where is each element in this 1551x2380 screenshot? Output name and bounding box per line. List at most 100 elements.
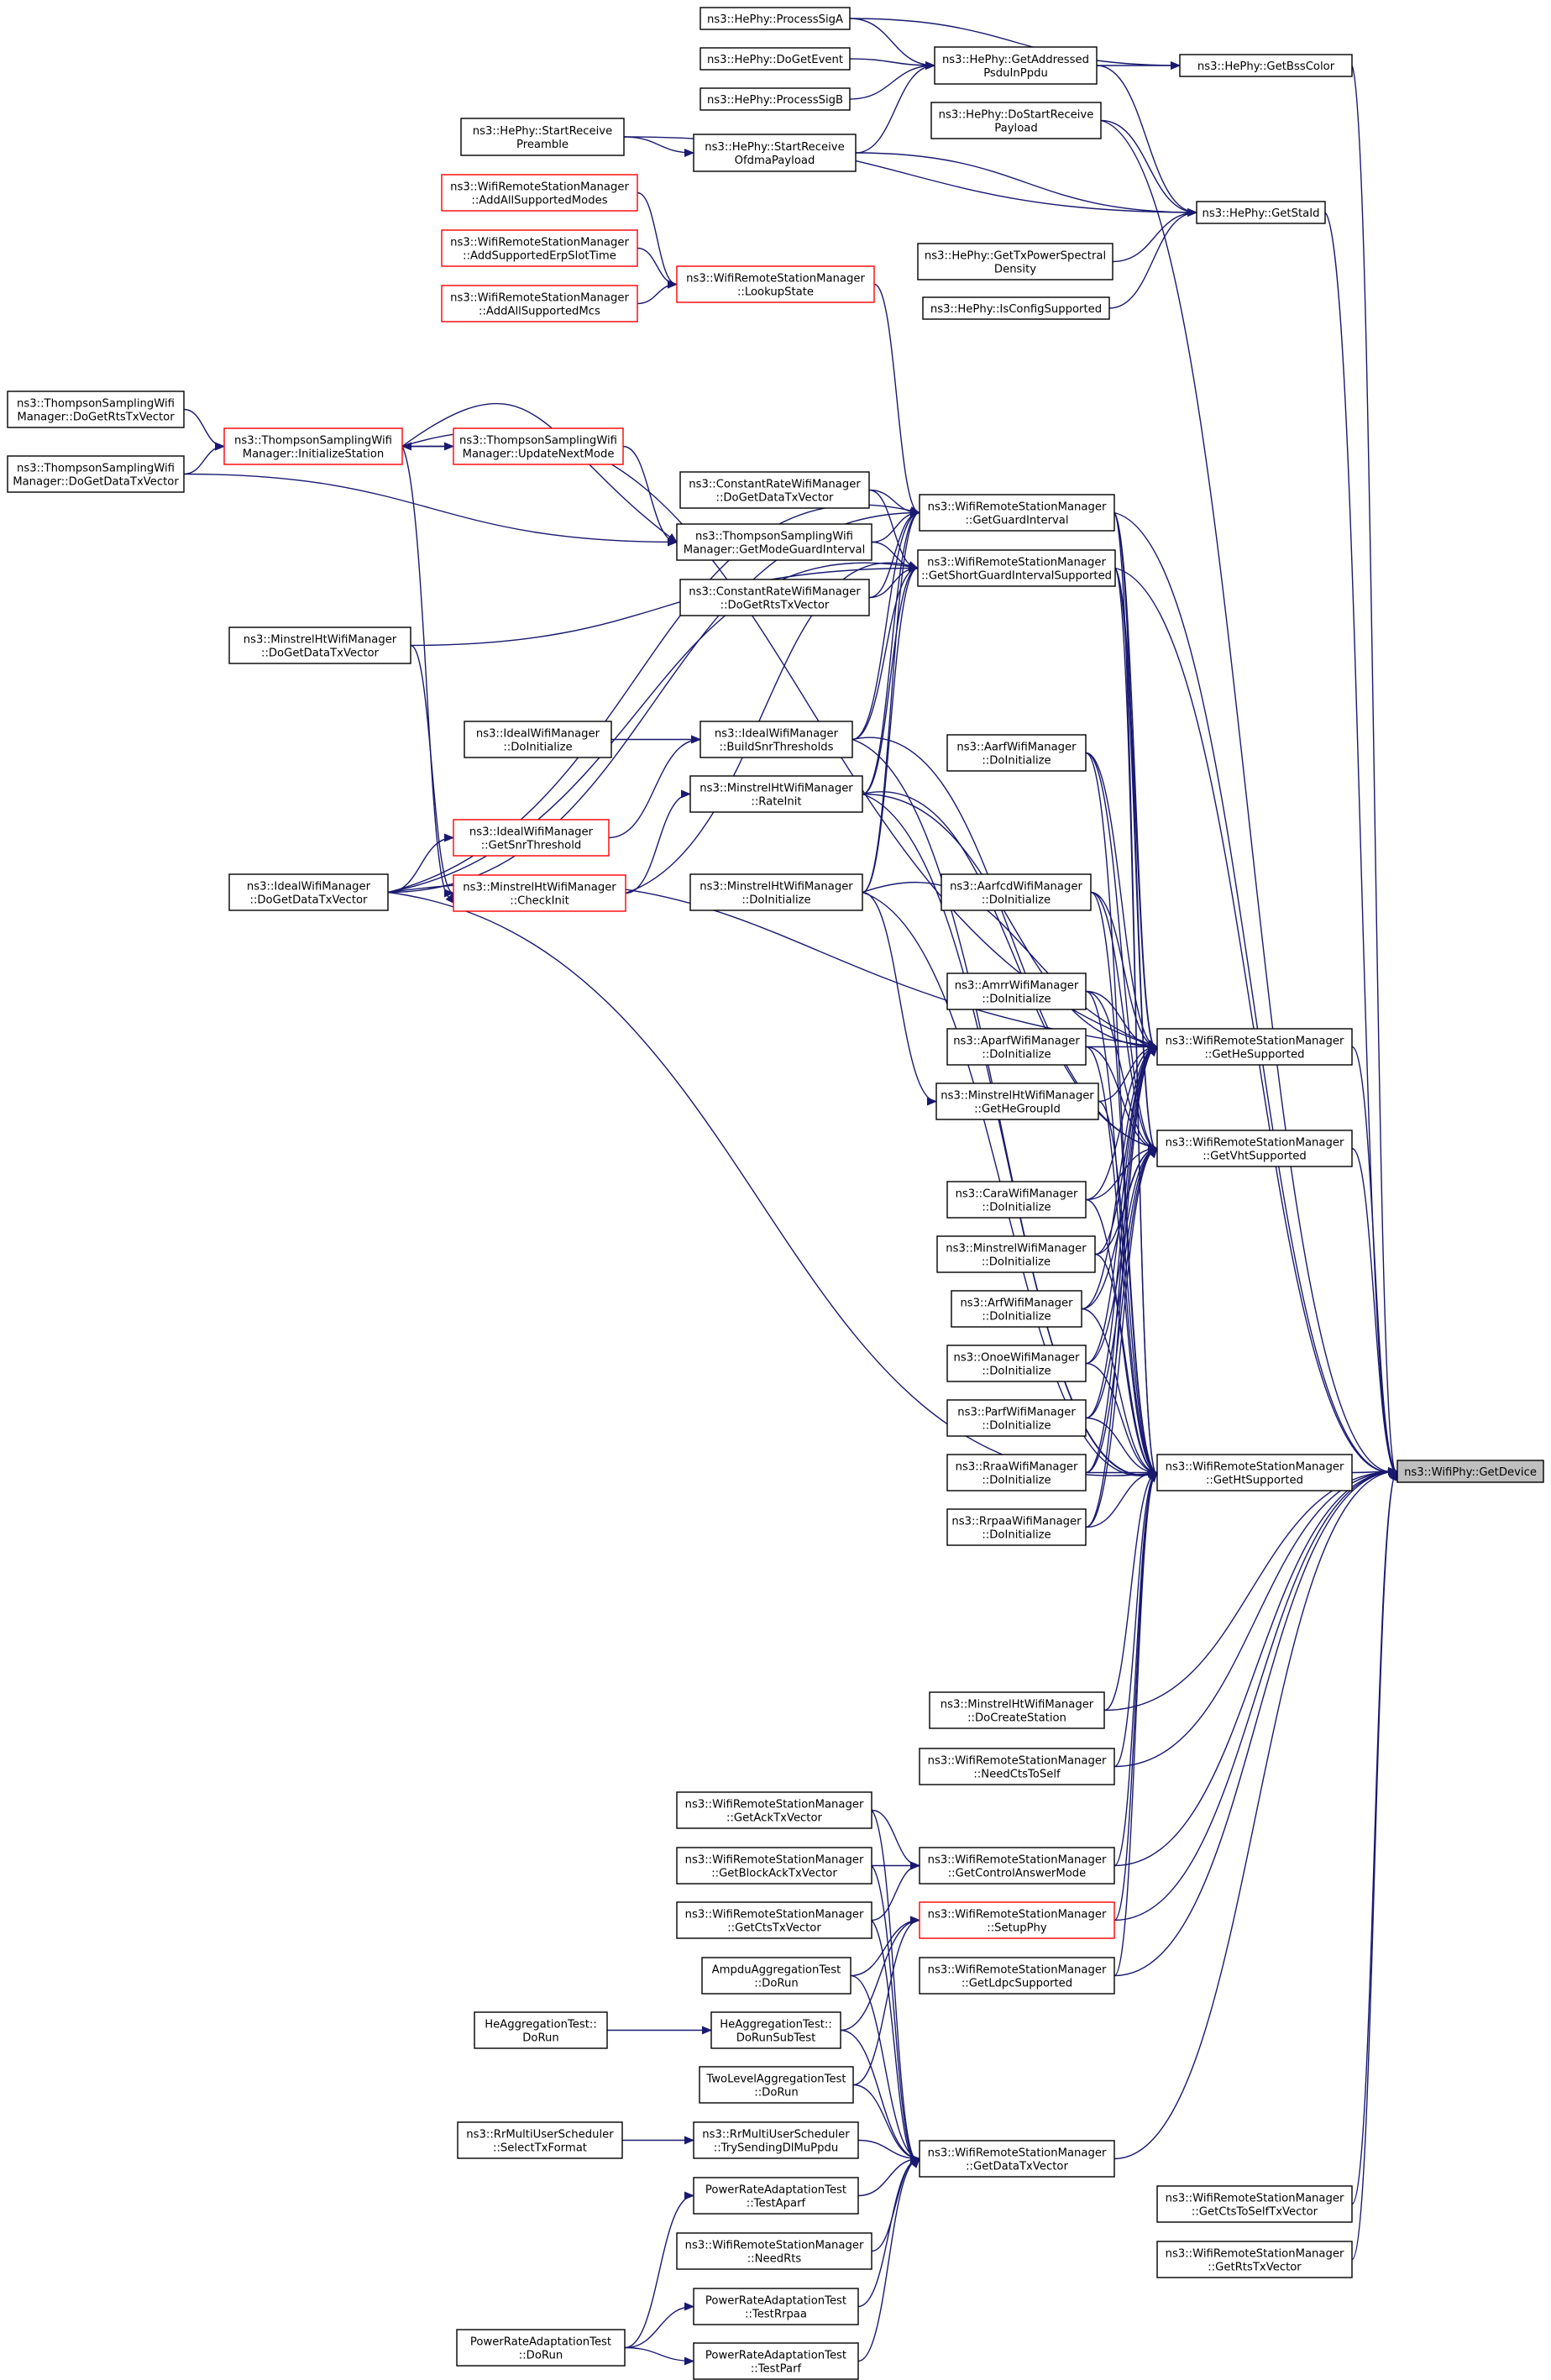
graph-node[interactable]: ns3::ConstantRateWifiManager::DoGetDataT… <box>679 471 870 509</box>
graph-node[interactable]: HeAggregationTest::DoRun <box>474 2011 608 2049</box>
graph-node[interactable]: ns3::WifiRemoteStationManager::GetAckTxV… <box>676 1791 872 1829</box>
graph-node[interactable]: ns3::WifiRemoteStationManager::GetGuardI… <box>919 494 1115 532</box>
graph-node[interactable]: ns3::ThompsonSamplingWifiManager::Initia… <box>223 427 403 465</box>
node-box <box>441 285 638 322</box>
graph-node[interactable]: PowerRateAdaptationTest::TestRrpaa <box>693 2288 859 2325</box>
graph-node[interactable]: ns3::CaraWifiManager::DoInitialize <box>946 1181 1087 1219</box>
graph-node[interactable]: ns3::WifiRemoteStationManager::NeedCtsTo… <box>919 1748 1115 1785</box>
node-label: ns3::ParfWifiManager <box>957 1407 1076 1419</box>
graph-node[interactable]: ns3::MinstrelHtWifiManager::CheckInit <box>453 874 626 912</box>
graph-node[interactable]: ns3::WifiRemoteStationManager::GetCtsTxV… <box>676 1901 872 1939</box>
node-box <box>679 579 870 616</box>
graph-node[interactable]: ns3::WifiRemoteStationManager::GetHeSupp… <box>1156 1028 1353 1066</box>
graph-node[interactable]: ns3::OnoeWifiManager::DoInitialize <box>946 1345 1087 1382</box>
graph-node[interactable]: ns3::IdealWifiManager::DoInitialize <box>464 721 612 758</box>
graph-node[interactable]: ns3::WifiRemoteStationManager::GetRtsTxV… <box>1156 2241 1353 2278</box>
graph-edge <box>1096 65 1197 217</box>
graph-edge <box>871 1865 920 2168</box>
graph-edge <box>1112 208 1197 263</box>
graph-node[interactable]: ns3::HePhy::GetBssColor <box>1179 54 1353 77</box>
graph-node[interactable]: ns3::ConstantRateWifiManager::DoGetRtsTx… <box>679 579 870 616</box>
graph-node[interactable]: ns3::WifiRemoteStationManager::AddAllSup… <box>441 174 638 212</box>
graph-node[interactable]: ns3::WifiRemoteStationManager::LookupSta… <box>676 265 875 303</box>
node-box <box>700 87 851 111</box>
graph-edge <box>183 442 225 475</box>
node-label: ::DoCreateStation <box>967 1712 1066 1725</box>
graph-node[interactable]: ns3::WifiRemoteStationManager::GetDataTx… <box>919 2140 1115 2178</box>
node-label: ::GetGuardInterval <box>965 515 1068 527</box>
graph-node[interactable]: ns3::HePhy::GetStaId <box>1196 201 1326 224</box>
node-label: ::DoInitialize <box>982 1202 1051 1214</box>
node-label: Density <box>994 264 1036 276</box>
graph-node[interactable]: ns3::WifiRemoteStationManager::SetupPhy <box>919 1901 1115 1939</box>
graph-node[interactable]: PowerRateAdaptationTest::TestParf <box>693 2342 859 2380</box>
graph-node[interactable]: ns3::WifiRemoteStationManager::GetBlockA… <box>676 1847 872 1885</box>
graph-node[interactable]: ns3::RrMultiUserScheduler::TrySendingDlM… <box>693 2121 859 2159</box>
graph-node[interactable]: ns3::WifiRemoteStationManager::NeedRts <box>676 2232 872 2270</box>
graph-node[interactable]: ns3::IdealWifiManager::GetSnrThreshold <box>453 819 610 857</box>
graph-node[interactable]: ns3::WifiRemoteStationManager::GetShortG… <box>917 549 1116 587</box>
graph-node[interactable]: ns3::AarfWifiManager::DoInitialize <box>946 734 1087 772</box>
node-box <box>1156 1028 1353 1066</box>
graph-node[interactable]: ns3::IdealWifiManager::DoGetDataTxVector <box>228 873 389 911</box>
graph-node[interactable]: ns3::ThompsonSamplingWifiManager::GetMod… <box>676 523 872 561</box>
graph-node[interactable]: PowerRateAdaptationTest::DoRun <box>456 2329 626 2367</box>
node-label: ::DoGetDataTxVector <box>250 894 369 907</box>
graph-node[interactable]: ns3::ArfWifiManager::DoInitialize <box>951 1290 1082 1328</box>
graph-node[interactable]: ns3::ThompsonSamplingWifiManager::DoGetR… <box>7 391 185 428</box>
graph-node[interactable]: ns3::RrMultiUserScheduler::SelectTxForma… <box>457 2121 623 2159</box>
graph-node[interactable]: ns3::HePhy::IsConfigSupported <box>922 296 1110 320</box>
graph-node[interactable]: ns3::MinstrelWifiManager::DoInitialize <box>936 1235 1096 1273</box>
graph-node[interactable]: ns3::AmrrWifiManager::DoInitialize <box>946 972 1087 1010</box>
graph-node[interactable]: ns3::WifiRemoteStationManager::GetVhtSup… <box>1156 1130 1353 1167</box>
node-box <box>699 2066 854 2104</box>
node-label: ns3::ConstantRateWifiManager <box>689 586 861 599</box>
graph-node[interactable]: ns3::ThompsonSamplingWifiManager::Update… <box>453 427 624 465</box>
node-label: Manager::InitializeStation <box>243 448 385 461</box>
node-label: ns3::RrMultiUserScheduler <box>466 2129 614 2141</box>
graph-node[interactable]: ns3::AarfcdWifiManager::DoInitialize <box>941 873 1092 911</box>
node-label: Manager::DoGetRtsTxVector <box>17 412 175 424</box>
node-label: ::GetHtSupported <box>1206 1475 1303 1487</box>
graph-edge <box>1114 568 1158 1159</box>
graph-node[interactable]: HeAggregationTest::DoRunSubTest <box>710 2011 841 2049</box>
graph-node[interactable]: ns3::HePhy::ProcessSigB <box>700 87 851 111</box>
graph-node[interactable]: ns3::WifiRemoteStationManager::GetHtSupp… <box>1156 1454 1353 1491</box>
graph-node[interactable]: ns3::MinstrelHtWifiManager::DoGetDataTxV… <box>228 626 411 664</box>
graph-node[interactable]: ns3::RraaWifiManager::DoInitialize <box>946 1454 1087 1491</box>
graph-node[interactable]: ns3::HePhy::DoGetEvent <box>700 47 851 71</box>
graph-node[interactable]: PowerRateAdaptationTest::TestAparf <box>693 2177 859 2215</box>
graph-node[interactable]: ns3::WifiRemoteStationManager::AddAllSup… <box>441 285 638 322</box>
graph-node[interactable]: ns3::WifiRemoteStationManager::AddSuppor… <box>441 229 638 267</box>
node-box <box>228 626 411 664</box>
graph-node[interactable]: AmpduAggregationTest::DoRun <box>701 1957 851 1995</box>
graph-edge <box>851 564 919 741</box>
node-box <box>917 549 1116 587</box>
graph-node[interactable]: ns3::WifiRemoteStationManager::GetContro… <box>919 1847 1115 1885</box>
graph-node[interactable]: ns3::MinstrelHtWifiManager::DoCreateStat… <box>929 1691 1105 1729</box>
graph-node[interactable]: ns3::ThompsonSamplingWifiManager::DoGetD… <box>7 455 185 493</box>
node-label: ns3::AarfcdWifiManager <box>950 881 1082 894</box>
node-box <box>679 471 870 509</box>
graph-node[interactable]: ns3::HePhy::ProcessSigA <box>700 7 851 30</box>
node-label: ns3::HePhy::GetStaId <box>1203 207 1320 220</box>
node-box <box>693 2288 859 2325</box>
graph-node[interactable]: ns3::IdealWifiManager::BuildSnrThreshold… <box>700 721 853 758</box>
graph-node[interactable]: ns3::MinstrelHtWifiManager::RateInit <box>689 775 863 813</box>
graph-node[interactable]: ns3::WifiRemoteStationManager::GetCtsToS… <box>1156 2185 1353 2223</box>
node-box <box>676 1847 872 1885</box>
graph-node[interactable]: ns3::WifiPhy::GetDevice <box>1396 1460 1544 1483</box>
graph-node[interactable]: ns3::ParfWifiManager::DoInitialize <box>946 1399 1087 1437</box>
graph-node[interactable]: ns3::AparfWifiManager::DoInitialize <box>946 1028 1087 1066</box>
graph-node[interactable]: ns3::MinstrelHtWifiManager::GetHeGroupId <box>935 1083 1099 1120</box>
graph-node[interactable]: ns3::MinstrelHtWifiManager::DoInitialize <box>689 873 863 911</box>
graph-node[interactable]: ns3::RrpaaWifiManager::DoInitialize <box>946 1508 1087 1546</box>
node-box <box>7 455 185 493</box>
graph-node[interactable]: ns3::WifiRemoteStationManager::GetLdpcSu… <box>919 1957 1115 1995</box>
graph-node[interactable]: TwoLevelAggregationTest::DoRun <box>699 2066 854 2104</box>
